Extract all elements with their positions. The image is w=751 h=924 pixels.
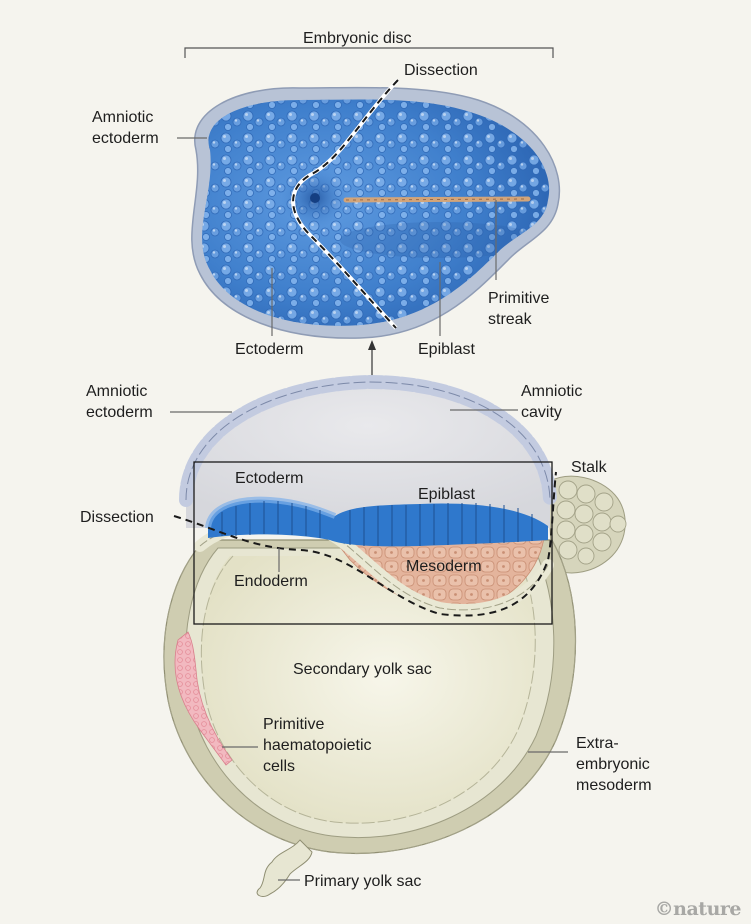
label-amniotic-cavity-1: Amniotic (521, 383, 583, 400)
bottom-leader-lines (170, 409, 568, 881)
stalk (547, 475, 627, 574)
label-dissection-bottom: Dissection (80, 509, 154, 526)
label-epiblast-bottom: Epiblast (418, 486, 475, 503)
embryonic-disc (191, 86, 561, 339)
primary-yolk-sac (256, 839, 313, 897)
label-embryonic-disc: Embryonic disc (303, 30, 412, 47)
embryonic-disc-bracket (184, 47, 554, 58)
ectoderm-epiblast-layer (205, 496, 548, 547)
dissection-line-bottom (173, 471, 557, 617)
nature-credit-logo: ©nature (654, 898, 742, 920)
label-amniotic-cavity-2: cavity (521, 404, 562, 421)
label-secondary-yolk-sac: Secondary yolk sac (293, 661, 432, 678)
label-ectoderm-bottom: Ectoderm (235, 470, 304, 487)
label-amniotic-ectoderm-bottom-1: Amniotic (86, 383, 148, 400)
label-endoderm: Endoderm (234, 573, 308, 590)
label-extra-embryonic-1: Extra- (576, 735, 619, 752)
label-amniotic-ectoderm-bottom-2: ectoderm (86, 404, 153, 421)
label-mesoderm: Mesoderm (406, 558, 482, 575)
label-extra-embryonic-2: embryonic (576, 756, 650, 773)
label-stalk: Stalk (571, 459, 607, 476)
label-primitive-haematopoietic-2: haematopoietic (263, 737, 372, 754)
label-extra-embryonic-3: mesoderm (576, 777, 652, 794)
label-amniotic-ectoderm-top-1: Amniotic (92, 109, 154, 126)
dissection-box (193, 461, 553, 625)
label-primitive-streak-2: streak (488, 311, 532, 328)
secondary-yolk-sac (163, 539, 577, 854)
label-primitive-streak-1: Primitive (488, 290, 550, 307)
primitive-node (310, 193, 320, 203)
label-primary-yolk-sac: Primary yolk sac (304, 873, 422, 890)
label-ectoderm-top: Ectoderm (235, 341, 304, 358)
label-dissection-top: Dissection (404, 62, 478, 79)
label-primitive-haematopoietic-1: Primitive (263, 716, 325, 733)
label-epiblast-top: Epiblast (418, 341, 475, 358)
top-leader-lines (177, 137, 497, 336)
amniotic-cavity (179, 374, 557, 528)
label-primitive-haematopoietic-3: cells (263, 758, 296, 775)
haematopoietic-cells (174, 631, 233, 766)
label-amniotic-ectoderm-top-2: ectoderm (92, 130, 159, 147)
